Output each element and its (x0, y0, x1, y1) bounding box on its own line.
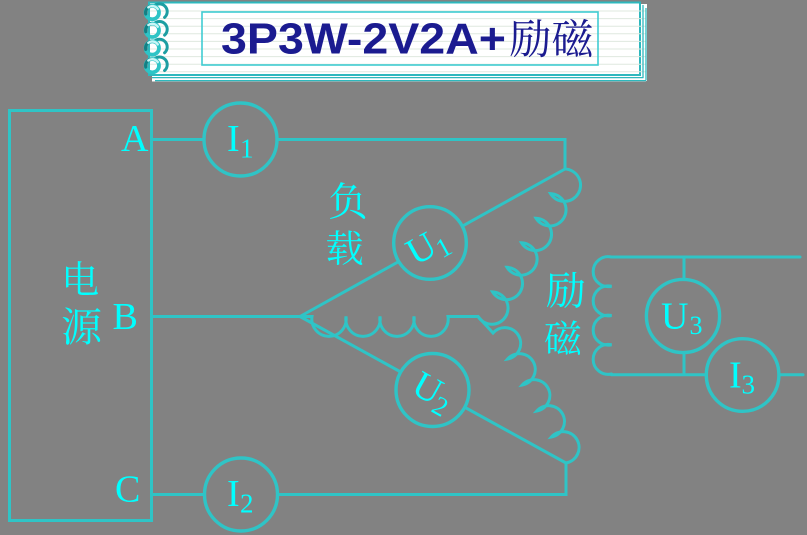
svg-text:I: I (227, 473, 240, 515)
svg-text:A: A (121, 118, 149, 160)
svg-text:3: 3 (742, 370, 756, 400)
svg-text:I: I (227, 118, 240, 160)
svg-text:U: U (661, 296, 688, 338)
svg-text:B: B (113, 296, 138, 338)
svg-text:C: C (115, 469, 140, 511)
svg-text:2: 2 (240, 489, 254, 519)
svg-text:3: 3 (690, 311, 703, 340)
svg-text:I: I (729, 354, 742, 396)
svg-text:1: 1 (240, 134, 254, 164)
svg-text:3P3W-2V2A+: 3P3W-2V2A+ (221, 16, 506, 64)
